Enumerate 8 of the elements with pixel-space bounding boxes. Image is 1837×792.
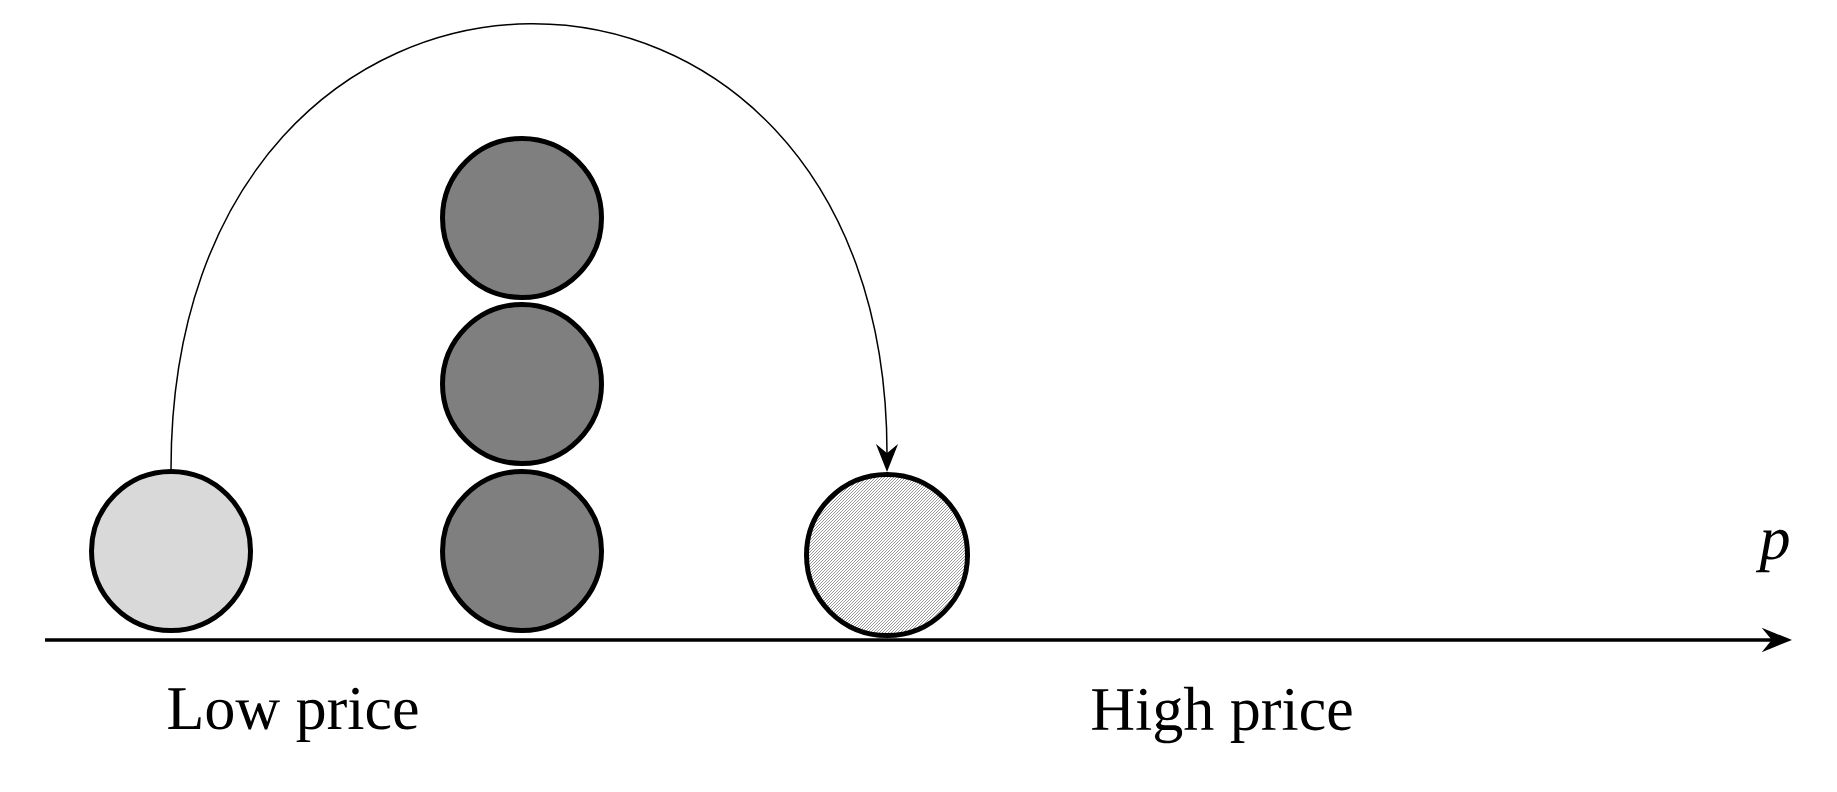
ball bbox=[440, 302, 604, 466]
ball bbox=[440, 136, 604, 300]
price-label: High price bbox=[1092, 686, 1352, 744]
axis-label: p bbox=[1755, 529, 1789, 573]
ball bbox=[440, 469, 604, 633]
ball bbox=[804, 472, 970, 638]
ball bbox=[89, 469, 253, 633]
price-label: Low price bbox=[168, 687, 418, 743]
